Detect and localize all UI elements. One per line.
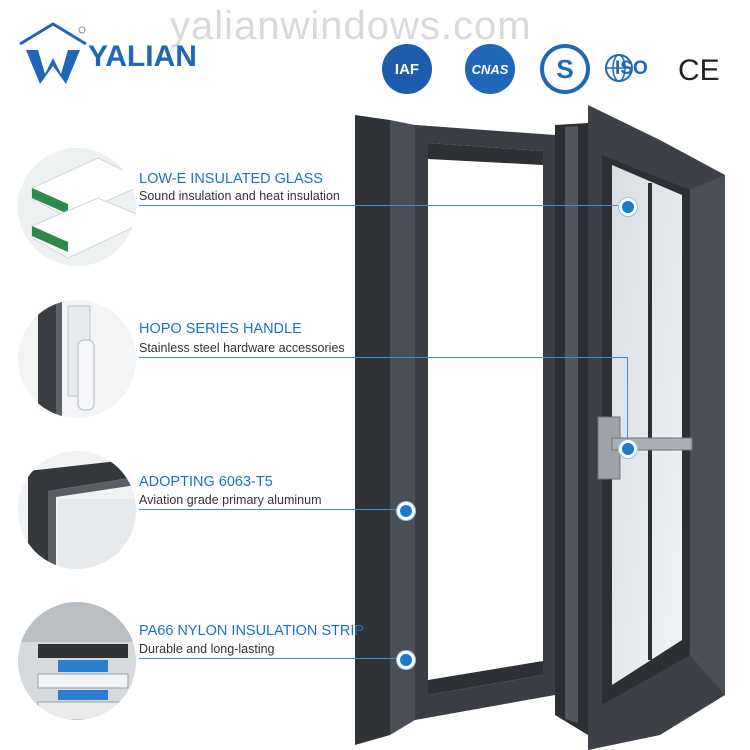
iaf-label: IAF bbox=[394, 60, 420, 78]
callout-dot-glass bbox=[619, 198, 637, 216]
cnas-label: CNAS bbox=[471, 61, 509, 77]
feature-title-glass: LOW-E INSULATED GLASS bbox=[139, 171, 323, 187]
leader-line-handle-vertical bbox=[627, 357, 628, 447]
feature-title-strip: PA66 NYLON INSULATION STRIP bbox=[139, 623, 365, 639]
ce-label: CE bbox=[678, 54, 720, 87]
leader-line-handle bbox=[139, 357, 627, 358]
leader-line-glass bbox=[139, 205, 627, 206]
cnas-badge-icon: CNAS bbox=[465, 44, 515, 94]
iso-label: ISO bbox=[615, 58, 648, 79]
insulation-strip-icon bbox=[18, 602, 136, 720]
leader-line-strip bbox=[139, 658, 405, 659]
insulation-strip-image bbox=[18, 602, 136, 720]
aluminum-profile-image bbox=[18, 451, 136, 569]
feature-subtitle-aluminum: Aviation grade primary aluminum bbox=[139, 493, 322, 507]
callout-dot-handle bbox=[619, 440, 637, 458]
feature-subtitle-glass: Sound insulation and heat insulation bbox=[139, 189, 340, 203]
feature-title-aluminum: ADOPTING 6063-T5 bbox=[139, 474, 273, 490]
feature-title-handle: HOPO SERIES HANDLE bbox=[139, 321, 302, 337]
casement-window-illustration bbox=[355, 105, 725, 750]
leader-line-aluminum bbox=[139, 509, 405, 510]
house-logo-icon bbox=[19, 22, 87, 84]
window-handle-image bbox=[18, 300, 136, 418]
feature-subtitle-handle: Stainless steel hardware accessories bbox=[139, 341, 345, 355]
iso-badge-icon: ISO bbox=[605, 48, 663, 92]
brand-logo bbox=[18, 22, 218, 86]
ce-mark-icon: CE bbox=[678, 54, 720, 88]
callout-dot-aluminum bbox=[397, 502, 415, 520]
aluminum-profile-icon bbox=[18, 451, 136, 569]
callout-dot-strip bbox=[397, 651, 415, 669]
insulated-glass-icon bbox=[18, 148, 136, 266]
iaf-badge-icon: IAF bbox=[382, 44, 432, 94]
quality-s-label: S bbox=[556, 53, 574, 84]
window-handle-icon bbox=[18, 300, 136, 418]
quality-s-badge-icon: S bbox=[540, 44, 590, 94]
insulated-glass-image bbox=[18, 148, 136, 266]
watermark-text: yalianwindows.com bbox=[170, 4, 532, 48]
brand-name: YALIAN bbox=[88, 40, 197, 73]
feature-subtitle-strip: Durable and long-lasting bbox=[139, 642, 275, 656]
